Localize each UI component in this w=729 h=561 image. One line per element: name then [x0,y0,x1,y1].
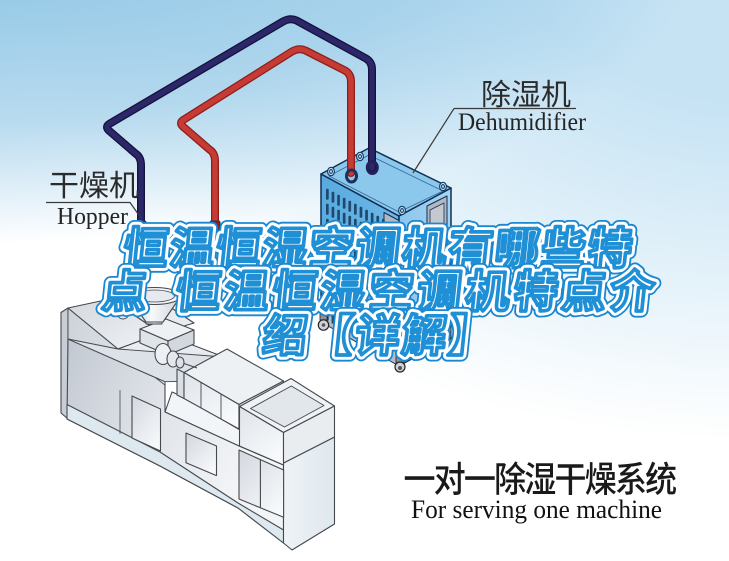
svg-text:Dehumidifier: Dehumidifier [458,109,587,136]
svg-text:Hopper: Hopper [57,204,128,230]
svg-text:For serving one machine: For serving one machine [411,495,662,524]
